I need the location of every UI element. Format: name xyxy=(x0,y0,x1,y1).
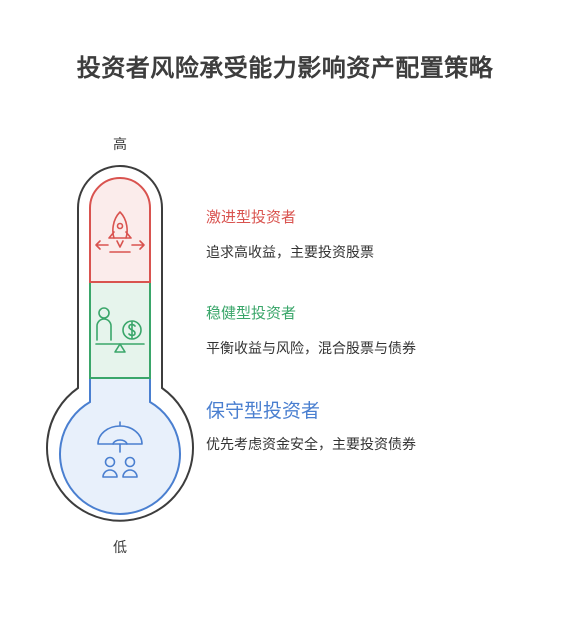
scale-low-label: 低 xyxy=(113,540,127,556)
umbrella-people-icon xyxy=(97,421,143,478)
scale-high-label: 高 xyxy=(113,137,127,153)
band-steady xyxy=(89,281,151,379)
tier-title-steady: 稳健型投资者 xyxy=(206,304,297,322)
page-title: 投资者风险承受能力影响资产配置策略 xyxy=(76,54,494,82)
person-balance-dollar-icon xyxy=(95,307,145,353)
band-aggressive xyxy=(89,177,151,283)
tier-desc-aggressive: 追求高收益，主要投资股票 xyxy=(206,245,374,261)
tier-desc-steady: 平衡收益与风险，混合股票与债券 xyxy=(206,341,416,357)
tier-title-aggressive: 激进型投资者 xyxy=(206,208,297,226)
tier-title-conservative: 保守型投资者 xyxy=(206,400,321,422)
rocket-icon xyxy=(95,211,145,253)
tier-desc-conservative: 优先考虑资金安全，主要投资债券 xyxy=(206,437,416,453)
